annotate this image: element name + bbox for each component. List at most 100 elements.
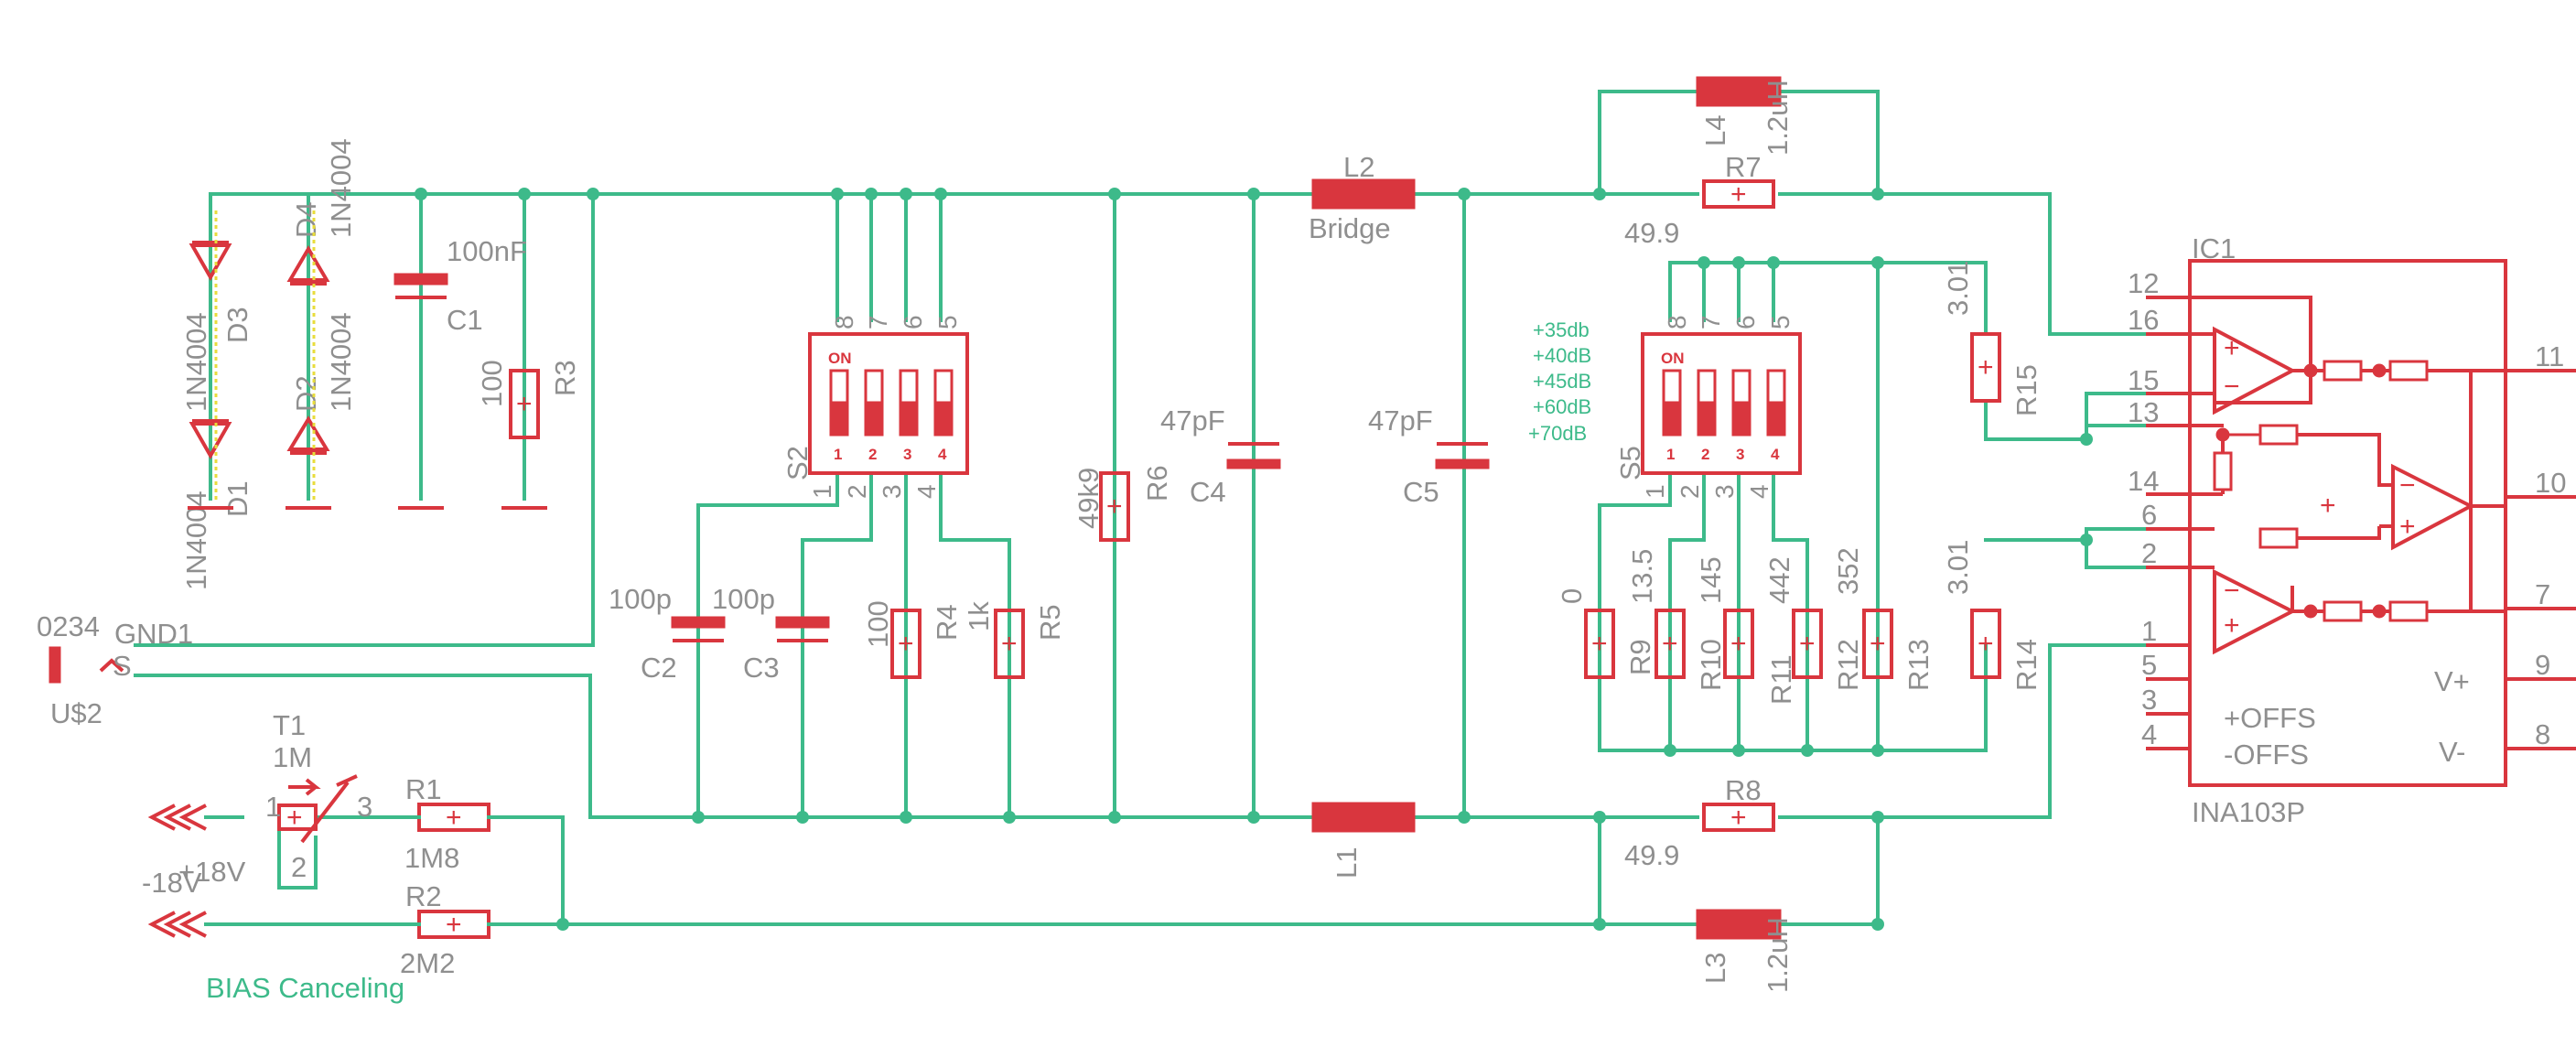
svg-text:14: 14	[2128, 465, 2159, 497]
svg-text:+: +	[1870, 629, 1886, 659]
resistor-r13: + 352 R13	[1832, 547, 1935, 691]
svg-text:12: 12	[2128, 267, 2159, 299]
t1-value: 1M	[273, 741, 312, 773]
resistor-r11: + 145 R11	[1695, 556, 1797, 705]
d3-value: 1N4004	[180, 312, 212, 412]
d1-name: D1	[221, 480, 253, 517]
l3-value: 1.2uH	[1762, 917, 1794, 993]
gnd1-name: GND1	[114, 618, 193, 650]
ic1-vpos: V+	[2434, 665, 2470, 697]
r13-value: 352	[1832, 547, 1864, 595]
r2-name: R2	[405, 880, 442, 912]
svg-text:2: 2	[868, 446, 877, 463]
svg-text:10: 10	[2535, 467, 2566, 499]
svg-text:15: 15	[2128, 364, 2159, 396]
svg-text:11: 11	[2535, 340, 2564, 372]
r15-name: R15	[2010, 364, 2042, 416]
s5-on-label: ON	[1661, 350, 1685, 367]
svg-text:+: +	[1001, 629, 1018, 659]
s2-on-label: ON	[828, 350, 852, 367]
supply-arrow-pos	[147, 803, 207, 831]
d4-name: D4	[290, 201, 322, 238]
r8-name: R8	[1725, 774, 1762, 806]
resistor-r3: + 100 R3	[476, 360, 581, 439]
resistor-r4: + 100 R4	[862, 600, 963, 679]
r12-name: R12	[1832, 639, 1864, 691]
r4-name: R4	[931, 604, 963, 641]
svg-text:+: +	[286, 803, 303, 833]
l2-value: Bridge	[1309, 212, 1391, 244]
svg-text:16: 16	[2128, 304, 2159, 336]
svg-text:+: +	[898, 629, 914, 659]
svg-text:2: 2	[2141, 537, 2157, 569]
r10-value: 13.5	[1626, 549, 1658, 604]
r5-value: 1k	[963, 601, 995, 631]
r1-value: 1M8	[404, 842, 459, 874]
trimmer-t1: + T1 1M 1 2 3	[265, 709, 372, 883]
inductor-l4: L4 1.2uH	[1696, 76, 1794, 156]
capacitor-c2: 100p C2	[609, 583, 726, 684]
svg-text:7: 7	[864, 315, 892, 329]
diode-d4: D4 1N4004	[286, 138, 357, 286]
gain-settings-list: +35db +40dB +45dB +60dB +70dB	[1528, 318, 1591, 445]
svg-text:3: 3	[903, 446, 911, 463]
svg-text:+: +	[446, 910, 462, 940]
r6-name: R6	[1141, 465, 1173, 501]
c3-value: 100p	[712, 583, 775, 615]
gnd1-value: 0234	[37, 610, 100, 642]
l4-name: L4	[1699, 115, 1731, 146]
r13-name: R13	[1902, 639, 1935, 691]
diode-d3: D3 1N4004	[180, 241, 253, 412]
c4-name: C4	[1190, 476, 1226, 508]
junctions	[415, 188, 2093, 931]
svg-text:4: 4	[1771, 446, 1780, 463]
s5-name: S5	[1614, 446, 1646, 480]
svg-text:2: 2	[291, 851, 307, 883]
r14-name: R14	[2010, 639, 2042, 691]
c5-name: C5	[1403, 476, 1439, 508]
diode-d2: D2 1N4004	[286, 312, 357, 455]
capacitor-c3: 100p C3	[712, 583, 830, 684]
svg-text:3: 3	[1736, 446, 1744, 463]
ic1-name: IC1	[2192, 232, 2236, 264]
c4-value: 47pF	[1160, 404, 1225, 437]
gain-35db: +35db	[1533, 318, 1590, 341]
svg-text:6: 6	[899, 315, 927, 329]
svg-text:1: 1	[834, 446, 842, 463]
svg-text:+: +	[1591, 629, 1608, 659]
r7-value: 49.9	[1624, 217, 1679, 249]
d1-value: 1N4004	[180, 491, 212, 590]
svg-text:+: +	[1730, 803, 1747, 833]
capacitor-c4: 47pF C4	[1160, 404, 1281, 508]
svg-text:1: 1	[1641, 484, 1669, 499]
ic1-value: INA103P	[2192, 796, 2305, 828]
svg-text:+: +	[1730, 629, 1747, 659]
resistor-r12: + 442 R12	[1763, 556, 1864, 691]
gain-40db: +40dB	[1533, 344, 1591, 367]
svg-text:7: 7	[1697, 315, 1725, 329]
r3-value: 100	[476, 360, 508, 407]
r15-value: 3.01	[1942, 261, 1974, 316]
svg-text:+: +	[2399, 512, 2416, 542]
svg-text:−: −	[2224, 372, 2240, 402]
svg-text:1: 1	[2141, 615, 2157, 647]
net-pos-supply: +18V	[178, 856, 246, 888]
capacitor-c1: 100nF C1	[393, 235, 527, 336]
svg-text:7: 7	[2535, 578, 2550, 610]
resistor-r5: + 1k R5	[963, 601, 1066, 679]
d3-name: D3	[221, 307, 253, 343]
r9-name: R9	[1624, 639, 1656, 675]
c5-value: 47pF	[1368, 404, 1433, 437]
svg-text:3: 3	[2141, 684, 2157, 716]
svg-text:+: +	[1662, 629, 1678, 659]
resistor-r15: + 3.01 R15	[1942, 261, 2042, 416]
c1-value: 100nF	[447, 235, 527, 267]
gain-45db: +45dB	[1533, 370, 1591, 393]
ic1-ina103p: + − − + − + + IC1 INA103P +OFFS -OFFS V+…	[2128, 232, 2576, 828]
ic1-vneg: V-	[2439, 736, 2465, 768]
inductor-l1: L1	[1311, 802, 1416, 879]
svg-text:+: +	[1978, 352, 1994, 383]
svg-text:+: +	[1730, 179, 1747, 210]
svg-text:8: 8	[1663, 315, 1691, 329]
